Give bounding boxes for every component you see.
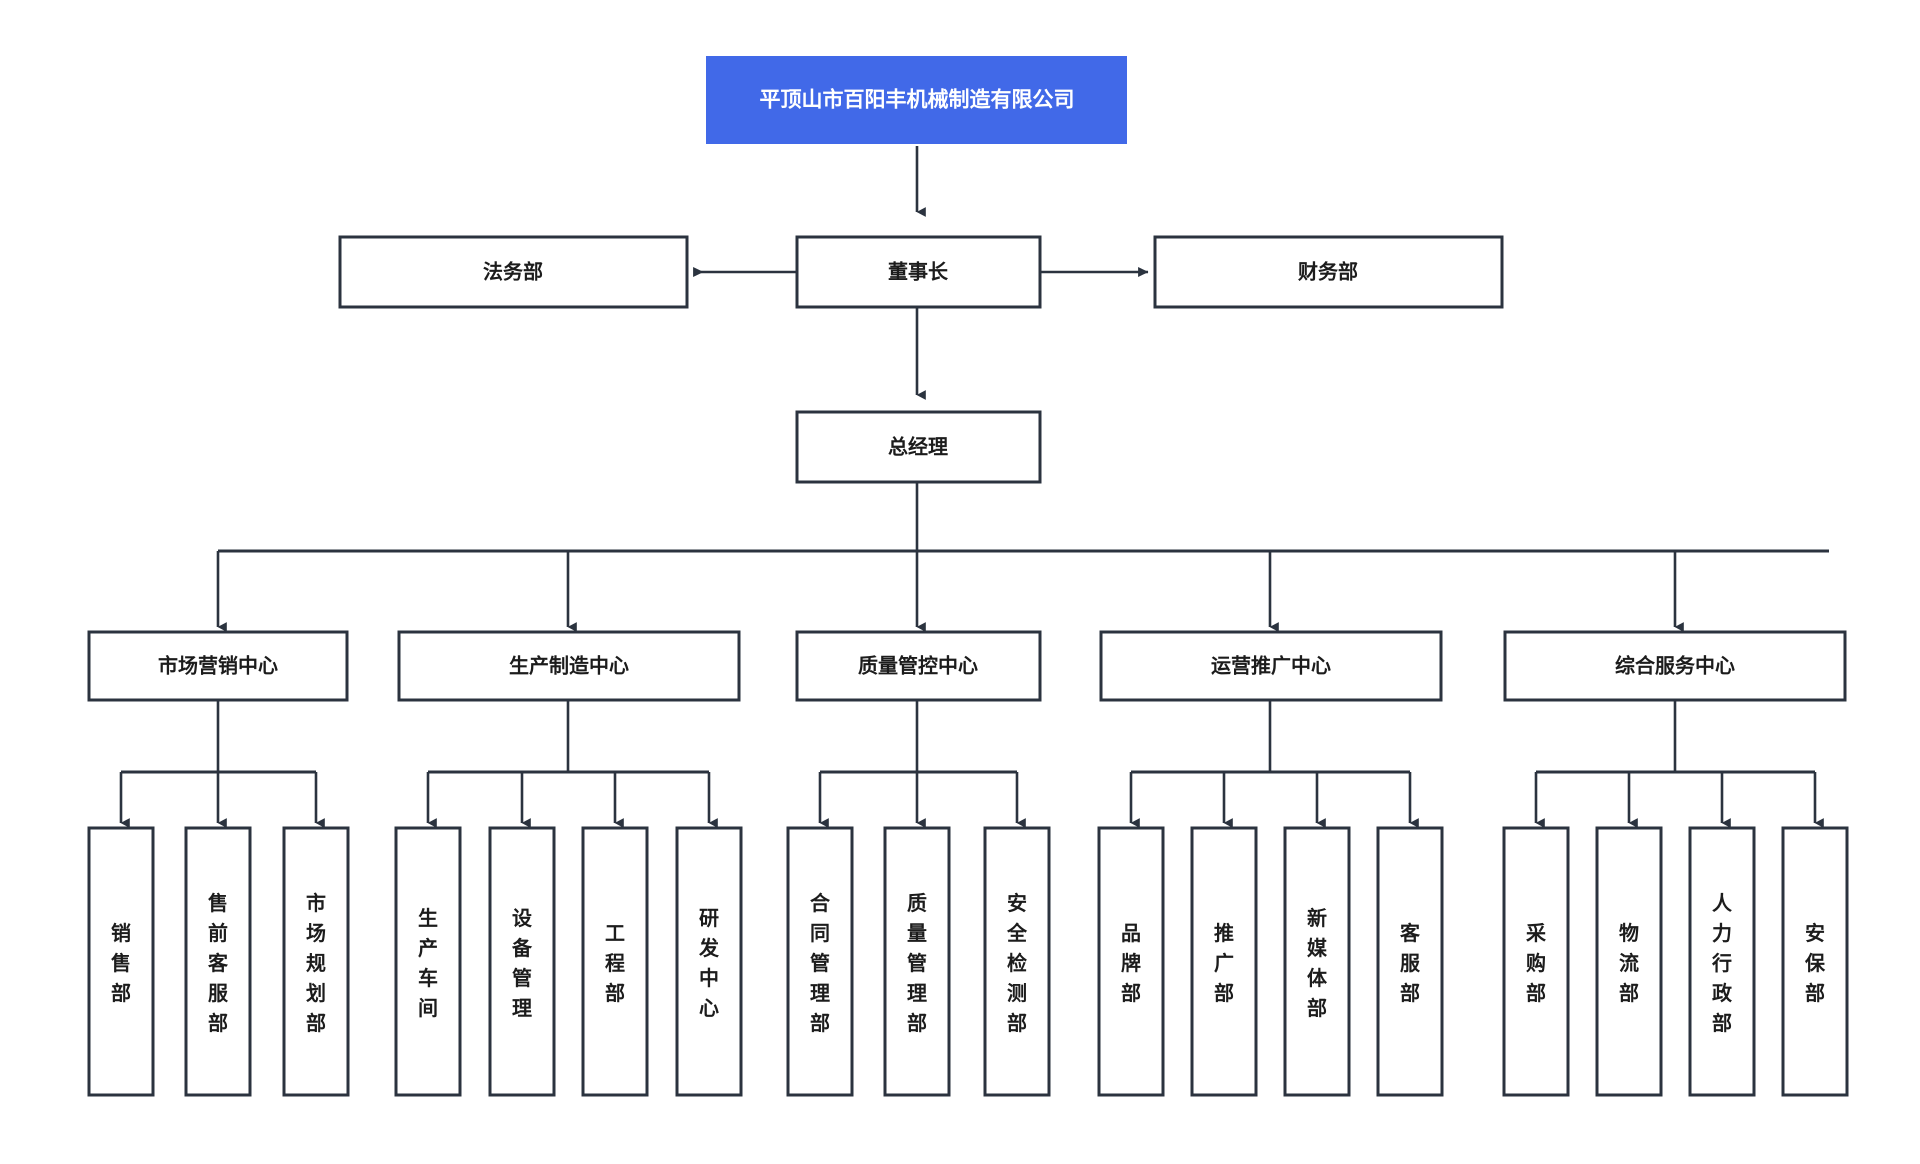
leaf-equipment-management-label: 设备管理 bbox=[511, 907, 533, 1020]
leaf-engineering-label: 工程部 bbox=[605, 923, 625, 1005]
leaf-contract-management-label: 合同管理部 bbox=[810, 891, 831, 1035]
leaf-equipment-management-box[interactable] bbox=[488, 826, 556, 1097]
connector-layer bbox=[119, 146, 1829, 828]
node-center-operations[interactable]: 运营推广中心 bbox=[1099, 630, 1443, 702]
node-leaf-new-media[interactable]: 新媒体部 bbox=[1283, 826, 1351, 1097]
leaf-market-planning-label: 市场规划部 bbox=[306, 891, 326, 1035]
company-root-label: 平顶山市百阳丰机械制造有限公司 bbox=[760, 88, 1075, 112]
node-leaf-customer-service[interactable]: 客服部 bbox=[1376, 826, 1444, 1097]
node-leaf-market-planning[interactable]: 市场规划部 bbox=[282, 826, 350, 1097]
leaf-presales-service-label: 售前客服部 bbox=[207, 891, 229, 1035]
leaf-rnd-center-label: 研发中心 bbox=[698, 908, 720, 1020]
leaf-new-media-box[interactable] bbox=[1283, 826, 1351, 1097]
center-general-services-label: 综合服务中心 bbox=[1615, 653, 1735, 677]
leaf-new-media-label: 新媒体部 bbox=[1307, 906, 1328, 1020]
leaf-logistics-label: 物流部 bbox=[1619, 921, 1639, 1005]
node-leaf-rnd-center[interactable]: 研发中心 bbox=[675, 826, 743, 1097]
leaf-production-workshop-box[interactable] bbox=[394, 826, 462, 1097]
leaf-hr-admin-label: 人力行政部 bbox=[1711, 892, 1733, 1035]
center-general-services-box[interactable] bbox=[1503, 630, 1847, 702]
node-finance-department[interactable]: 财务部 bbox=[1153, 235, 1504, 309]
leaf-security-label: 安保部 bbox=[1804, 921, 1826, 1005]
node-leaf-brand[interactable]: 品牌部 bbox=[1097, 826, 1165, 1097]
center-manufacturing-label: 生产制造中心 bbox=[509, 653, 629, 677]
leaf-procurement-label: 采购部 bbox=[1526, 922, 1546, 1005]
center-operations-box[interactable] bbox=[1099, 630, 1443, 702]
node-leaf-safety-inspection[interactable]: 安全检测部 bbox=[983, 826, 1051, 1097]
node-leaf-contract-management[interactable]: 合同管理部 bbox=[786, 826, 854, 1097]
general-manager-label: 总经理 bbox=[888, 434, 948, 458]
leaf-procurement-box[interactable] bbox=[1502, 826, 1570, 1097]
leaf-quality-management-label: 质量管理部 bbox=[907, 892, 927, 1035]
leaf-promotion-box[interactable] bbox=[1190, 826, 1258, 1097]
legal-department-label: 法务部 bbox=[483, 259, 543, 283]
company-root-box[interactable] bbox=[706, 56, 1127, 144]
chairman-box[interactable] bbox=[795, 235, 1042, 309]
general-manager-box[interactable] bbox=[795, 410, 1042, 484]
node-center-general-services[interactable]: 综合服务中心 bbox=[1503, 630, 1847, 702]
leaf-logistics-box[interactable] bbox=[1595, 826, 1663, 1097]
leaf-production-workshop-label: 生产车间 bbox=[418, 907, 438, 1020]
node-leaf-logistics[interactable]: 物流部 bbox=[1595, 826, 1663, 1097]
node-company-root[interactable]: 平顶山市百阳丰机械制造有限公司 bbox=[706, 56, 1127, 144]
node-legal-department[interactable]: 法务部 bbox=[338, 235, 689, 309]
center-quality-label: 质量管控中心 bbox=[858, 653, 978, 677]
node-general-manager[interactable]: 总经理 bbox=[795, 410, 1042, 484]
leaf-presales-service-box[interactable] bbox=[184, 826, 252, 1097]
node-leaf-hr-admin[interactable]: 人力行政部 bbox=[1688, 826, 1756, 1097]
node-leaf-engineering[interactable]: 工程部 bbox=[581, 826, 649, 1097]
leaf-customer-service-label: 客服部 bbox=[1399, 921, 1421, 1005]
leaf-rnd-center-box[interactable] bbox=[675, 826, 743, 1097]
leaf-brand-label: 品牌部 bbox=[1121, 922, 1141, 1005]
leaf-safety-inspection-box[interactable] bbox=[983, 826, 1051, 1097]
node-chairman[interactable]: 董事长 bbox=[795, 235, 1042, 309]
center-marketing-box[interactable] bbox=[87, 630, 349, 702]
leaf-hr-admin-box[interactable] bbox=[1688, 826, 1756, 1097]
chairman-label: 董事长 bbox=[888, 259, 949, 283]
node-center-marketing[interactable]: 市场营销中心 bbox=[87, 630, 349, 702]
leaf-security-box[interactable] bbox=[1781, 826, 1849, 1097]
node-leaf-equipment-management[interactable]: 设备管理 bbox=[488, 826, 556, 1097]
center-operations-label: 运营推广中心 bbox=[1211, 653, 1331, 677]
leaf-quality-management-box[interactable] bbox=[883, 826, 951, 1097]
node-leaf-quality-management[interactable]: 质量管理部 bbox=[883, 826, 951, 1097]
leaf-sales-label: 销售部 bbox=[111, 921, 131, 1005]
finance-department-label: 财务部 bbox=[1298, 259, 1358, 283]
finance-department-box[interactable] bbox=[1153, 235, 1504, 309]
node-leaf-promotion[interactable]: 推广部 bbox=[1190, 826, 1258, 1097]
node-center-manufacturing[interactable]: 生产制造中心 bbox=[397, 630, 741, 702]
leaf-customer-service-box[interactable] bbox=[1376, 826, 1444, 1097]
leaf-safety-inspection-label: 安全检测部 bbox=[1006, 891, 1028, 1035]
node-leaf-production-workshop[interactable]: 生产车间 bbox=[394, 826, 462, 1097]
center-manufacturing-box[interactable] bbox=[397, 630, 741, 702]
leaf-market-planning-box[interactable] bbox=[282, 826, 350, 1097]
node-leaf-security[interactable]: 安保部 bbox=[1781, 826, 1849, 1097]
node-center-quality[interactable]: 质量管控中心 bbox=[795, 630, 1042, 702]
center-marketing-label: 市场营销中心 bbox=[158, 653, 278, 677]
leaf-engineering-box[interactable] bbox=[581, 826, 649, 1097]
center-quality-box[interactable] bbox=[795, 630, 1042, 702]
node-leaf-presales-service[interactable]: 售前客服部 bbox=[184, 826, 252, 1097]
node-leaf-procurement[interactable]: 采购部 bbox=[1502, 826, 1570, 1097]
node-leaf-sales[interactable]: 销售部 bbox=[87, 826, 155, 1097]
leaf-promotion-label: 推广部 bbox=[1214, 921, 1234, 1005]
leaf-brand-box[interactable] bbox=[1097, 826, 1165, 1097]
leaf-contract-management-box[interactable] bbox=[786, 826, 854, 1097]
legal-department-box[interactable] bbox=[338, 235, 689, 309]
leaf-sales-box[interactable] bbox=[87, 826, 155, 1097]
